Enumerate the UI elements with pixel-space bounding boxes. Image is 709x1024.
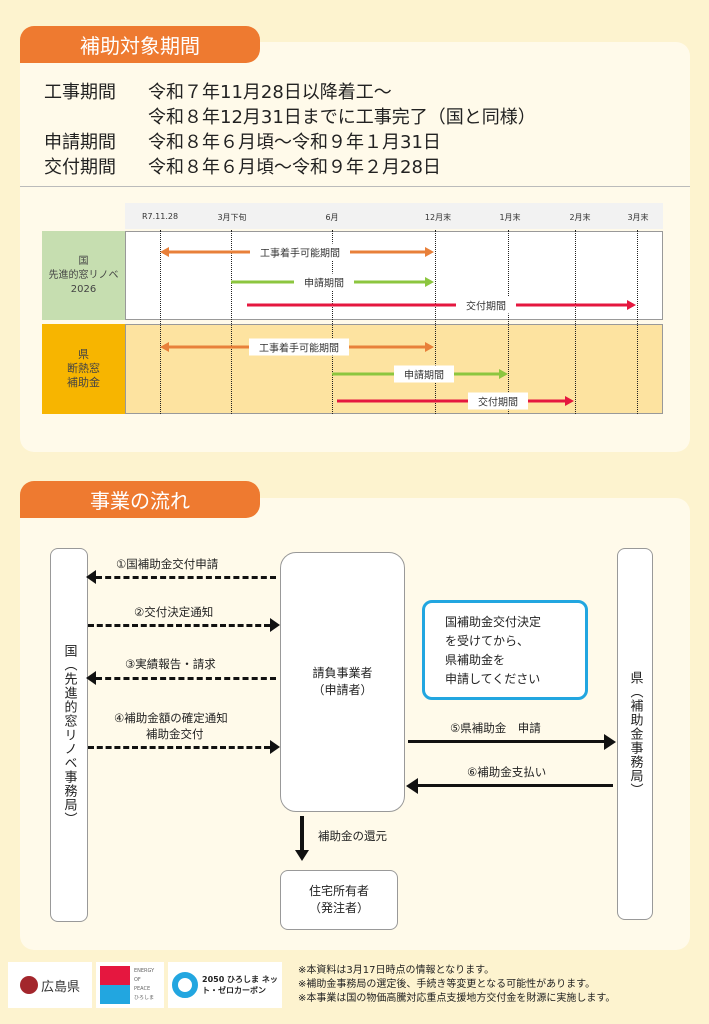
logo-text: 2050 ひろしま ネット・ゼロカーボン xyxy=(202,975,278,995)
prefecture-office-box: 県（補助金事務局） xyxy=(617,548,653,920)
row-name: 先進的窓リノベ xyxy=(48,269,119,281)
return-label: 補助金の還元 xyxy=(318,829,387,843)
arrow-right-icon xyxy=(270,618,280,632)
hiroshima-pref-logo: 広島県 xyxy=(8,962,92,1008)
footer-notes: ※本資料は3月17日時点の情報となります。 ※補助金事務局の選定後、手続き等変更… xyxy=(298,964,615,1006)
row-name: 県 xyxy=(78,348,89,361)
tick: 3月下旬 xyxy=(217,213,247,222)
footer-note: ※本資料は3月17日時点の情報となります。 xyxy=(298,965,495,976)
gridline xyxy=(160,230,161,414)
step-6-label: ⑥補助金支払い xyxy=(467,765,547,779)
step-3-arrow xyxy=(96,677,276,680)
zero-carbon-logo: 2050 ひろしま ネット・ゼロカーボン xyxy=(168,962,282,1008)
tick: 2月末 xyxy=(569,213,591,222)
crest-icon xyxy=(19,976,38,994)
tick: 6月 xyxy=(325,213,339,222)
divider xyxy=(20,186,690,187)
tick: R7.11.28 xyxy=(141,212,179,221)
step-5-label: ⑤県補助金 申請 xyxy=(450,721,541,735)
arrow-left-icon xyxy=(86,671,96,685)
period-label-construction: 工事期間 xyxy=(44,82,116,103)
period-value-apply: 令和８年６月頃～令和９年１月31日 xyxy=(148,132,441,153)
peace-mark-icon xyxy=(100,966,130,1004)
row-name: 2026 xyxy=(70,283,97,295)
tick: 3月末 xyxy=(627,213,649,222)
logo-text: ENERGY OF PEACE ひろしま xyxy=(134,968,155,1001)
note-line: 申請してください xyxy=(445,672,541,686)
period-value-construction: 令和７年11月28日以降着工～ 令和８年12月31日までに工事完了（国と同様） xyxy=(148,82,536,128)
step-2-label: ②交付決定通知 xyxy=(134,605,214,619)
energy-of-peace-logo: ENERGY OF PEACE ひろしま xyxy=(96,962,164,1008)
row-name: 断熱窓 xyxy=(67,362,100,375)
period-label-grant: 交付期間 xyxy=(44,157,116,178)
owner-sub: （発注者） xyxy=(308,901,369,915)
period-label-apply: 申請期間 xyxy=(44,132,116,153)
step-2-arrow xyxy=(88,624,270,627)
note-line: 国補助金交付決定 xyxy=(445,615,542,629)
bar-label-construction: 工事着手可能期間 xyxy=(250,243,350,261)
bar-label-construction: 工事着手可能期間 xyxy=(249,338,349,356)
gridline xyxy=(332,230,333,414)
step-1-arrow xyxy=(96,576,276,579)
tick: 12月末 xyxy=(424,213,452,222)
step-4-sub-label: 補助金交付 xyxy=(146,727,204,741)
row-label-national: 国 先進的窓リノベ 2026 xyxy=(42,231,125,320)
arrow-down-icon xyxy=(295,850,309,861)
contractor-label: 請負事業者 xyxy=(312,666,373,680)
timeline-header xyxy=(125,203,663,229)
note-line: 県補助金を xyxy=(445,653,506,667)
row-name: 補助金 xyxy=(67,376,100,389)
arrow-right-icon xyxy=(604,734,616,750)
period-value-grant: 令和８年６月頃～令和９年２月28日 xyxy=(148,157,441,178)
gridline xyxy=(575,230,576,414)
owner-label: 住宅所有者 xyxy=(308,884,369,898)
row-label-prefecture: 県 断熱窓 補助金 xyxy=(42,324,125,414)
note-line: を受けてから、 xyxy=(445,634,530,648)
timeline-arrows xyxy=(160,247,636,406)
step-6-arrow xyxy=(418,784,613,787)
footer-note: ※本事業は国の物価高騰対応重点支援地方交付金を財源に実施します。 xyxy=(298,993,616,1004)
bar-label-apply: 申請期間 xyxy=(394,365,454,383)
bar-label-grant: 交付期間 xyxy=(456,296,516,314)
owner-box: 住宅所有者 （発注者） xyxy=(280,870,398,930)
tick: 1月末 xyxy=(499,213,521,222)
arrow-left-icon xyxy=(406,778,418,794)
contractor-box: 請負事業者 （申請者） xyxy=(280,552,405,812)
arrow-right-icon xyxy=(270,740,280,754)
logo-text: 広島県 xyxy=(40,979,80,995)
row-name: 国 xyxy=(78,255,89,267)
ring-icon xyxy=(172,972,198,998)
section-title-period: 補助対象期間 xyxy=(20,26,260,63)
bar-label-grant: 交付期間 xyxy=(468,392,528,410)
bar-label-apply: 申請期間 xyxy=(294,273,354,291)
return-arrow xyxy=(300,816,304,852)
gridline xyxy=(435,230,436,414)
section-title-flow: 事業の流れ xyxy=(20,481,260,518)
step-3-label: ③実績報告・請求 xyxy=(125,657,216,671)
arrow-left-icon xyxy=(86,570,96,584)
step-4-arrow xyxy=(88,746,270,749)
step-5-arrow xyxy=(408,740,606,743)
step-4-label: ④補助金額の確定通知 xyxy=(114,711,228,725)
gridline xyxy=(508,230,509,414)
note-box: 国補助金交付決定 を受けてから、 県補助金を 申請してください xyxy=(422,600,588,700)
gridline xyxy=(231,230,232,414)
step-1-label: ①国補助金交付申請 xyxy=(116,557,219,571)
contractor-sub: （申請者） xyxy=(312,683,373,697)
national-office-box: 国（先進的窓リノベ事務局） xyxy=(50,548,88,922)
gridline xyxy=(637,230,638,414)
footer-note: ※補助金事務局の選定後、手続き等変更となる可能性があります。 xyxy=(298,979,596,990)
